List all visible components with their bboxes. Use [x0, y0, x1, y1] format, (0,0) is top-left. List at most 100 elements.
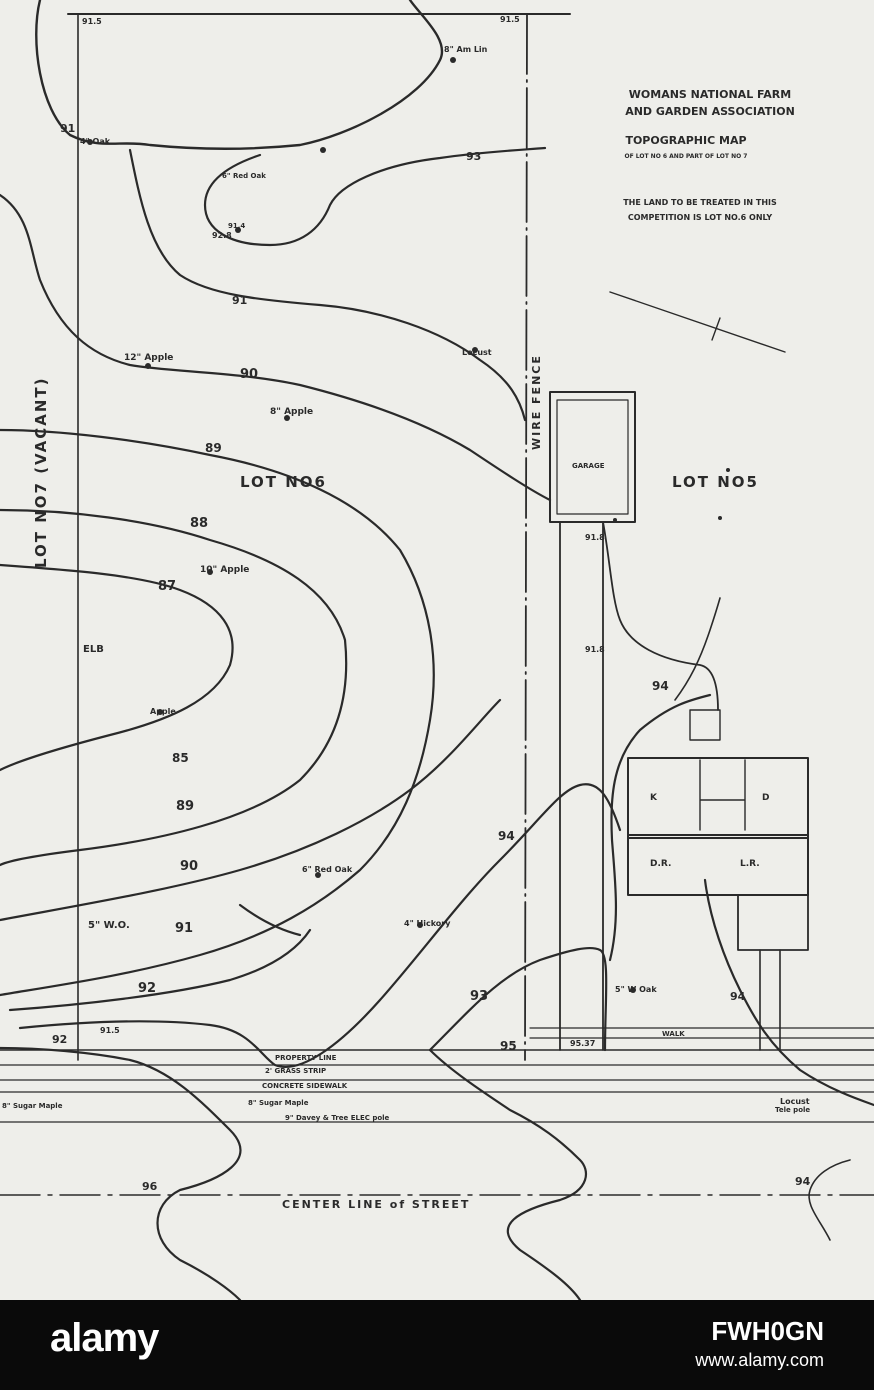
house-steps	[689, 709, 721, 741]
tree-label: 8" Am Lin	[444, 45, 488, 54]
garage-label: GARAGE	[572, 462, 605, 470]
contour-92-upper-loop	[203, 146, 547, 247]
tree-dot	[315, 872, 321, 878]
house-upper	[627, 757, 809, 839]
brand-logo: alamy	[50, 1316, 159, 1360]
contour-87	[0, 563, 234, 772]
north-arrow-tick	[711, 317, 721, 341]
walk-label: WALK	[662, 1030, 685, 1038]
tree-dot	[235, 227, 241, 233]
contour-91-upper	[128, 148, 527, 422]
lot-6-label: LOT NO6	[240, 473, 327, 491]
driveway-curve	[602, 521, 719, 711]
title-line-3: TOPOGRAPHIC MAP	[625, 134, 746, 147]
tree-label: 8" Apple	[270, 407, 313, 417]
contour-label: 93	[470, 989, 488, 1004]
title-line-2: AND GARDEN ASSOCIATION	[625, 105, 795, 118]
garage-inner	[556, 399, 629, 515]
wire-fence-label: WIRE FENCE	[530, 354, 543, 450]
contour-92-street	[0, 1046, 242, 1300]
sidewalk-label: CONCRETE SIDEWALK	[262, 1082, 348, 1090]
note-line-2: COMPETITION IS LOT NO.6 ONLY	[628, 213, 773, 222]
watermark-bar	[0, 1300, 874, 1390]
tree-dot	[726, 468, 730, 472]
tree-dot	[718, 516, 722, 520]
tree-label: 4" Oak	[80, 137, 111, 146]
title-line-4: OF LOT NO 6 AND PART OF LOT NO 7	[625, 153, 748, 160]
topographic-map: WOMANS NATIONAL FARM AND GARDEN ASSOCIAT…	[0, 0, 874, 1300]
spot-height: 92.8	[212, 231, 232, 240]
street-tree-label: 8" Sugar Maple	[248, 1099, 309, 1107]
spot-height: 91.5	[82, 17, 102, 26]
tree-label: 5" W.O.	[88, 920, 130, 931]
contour-label: 90	[240, 367, 258, 382]
tree-dot	[157, 709, 163, 715]
spot-height: ELB	[83, 644, 104, 655]
note-line-1: THE LAND TO BE TREATED IN THIS	[623, 198, 777, 207]
site-url: www.alamy.com	[695, 1350, 824, 1370]
contour-top-loop	[35, 0, 444, 150]
wire-fence-line	[524, 13, 528, 1061]
driveway	[559, 521, 604, 1051]
contour-label: 94	[652, 679, 669, 693]
tree-label: Locust	[462, 348, 492, 357]
contour-90	[0, 193, 552, 502]
pole-label: 9" Davey & Tree ELEC pole	[285, 1114, 390, 1122]
image-id: FWH0GN	[711, 1316, 824, 1346]
contour-label: 90	[180, 859, 198, 874]
grass-strip-label: 2' GRASS STRIP	[265, 1067, 326, 1075]
spot-height: 91.5	[500, 15, 520, 24]
tree-label: 6" Red Oak	[302, 865, 353, 874]
contour-89	[0, 428, 435, 997]
tree-label: 10" Apple	[200, 565, 249, 575]
house-porch	[737, 894, 809, 951]
tree-label: Locust	[780, 1097, 810, 1106]
contour-label: 96	[142, 1180, 158, 1193]
tree-dot	[87, 139, 93, 145]
center-line-label: CENTER LINE of STREET	[282, 1198, 470, 1211]
contour-label: 89	[176, 799, 194, 814]
tree-dot	[417, 922, 423, 928]
tree-label: 12" Apple	[124, 353, 173, 363]
contour-93-street	[428, 1048, 588, 1300]
contour-label: 89	[205, 441, 222, 455]
title-line-1: WOMANS NATIONAL FARM	[629, 88, 791, 101]
contour-label: 85	[172, 751, 189, 765]
contour-label: 91	[175, 921, 193, 936]
contour-92-lower	[18, 783, 622, 1068]
contour-label: 92	[52, 1033, 67, 1046]
spot-height: 91.8	[585, 533, 605, 542]
contour-label: 93	[466, 150, 481, 163]
spot-height: 91.4	[228, 222, 245, 230]
contour-95	[674, 597, 721, 701]
contour-88	[0, 508, 348, 867]
house-lower	[627, 834, 809, 896]
room-label: D.R.	[650, 859, 671, 869]
tree-dot	[630, 987, 636, 993]
tree-label: 6" Red Oak	[222, 172, 266, 180]
room-label: D	[762, 793, 769, 803]
house-interior	[699, 759, 746, 831]
street-tree-label: 8" Sugar Maple	[2, 1102, 63, 1110]
pole-label: Tele pole	[775, 1106, 810, 1114]
contour-label: 91	[60, 122, 75, 135]
room-label: K	[650, 793, 658, 803]
contour-label: 94	[498, 829, 515, 843]
property-line-label: PROPERTY LINE	[275, 1054, 337, 1062]
contour-91-lower	[8, 903, 312, 1012]
tree-dot	[145, 363, 151, 369]
tree-label: Apple	[150, 707, 176, 716]
tree-markers	[87, 57, 730, 993]
tree-dot	[450, 57, 456, 63]
spot-height: 91.5	[100, 1026, 120, 1035]
tree-label: 5" W Oak	[615, 985, 657, 994]
tree-dot	[613, 518, 617, 522]
contour-label: 87	[158, 579, 176, 594]
contour-label: 88	[190, 516, 208, 531]
tree-dot	[472, 347, 478, 353]
contour-label: 95	[500, 1039, 517, 1053]
tree-dot	[320, 147, 326, 153]
lot-5-label: LOT NO5	[672, 473, 759, 491]
contour-94-corner	[808, 1159, 851, 1241]
contour-94-house	[608, 693, 712, 962]
